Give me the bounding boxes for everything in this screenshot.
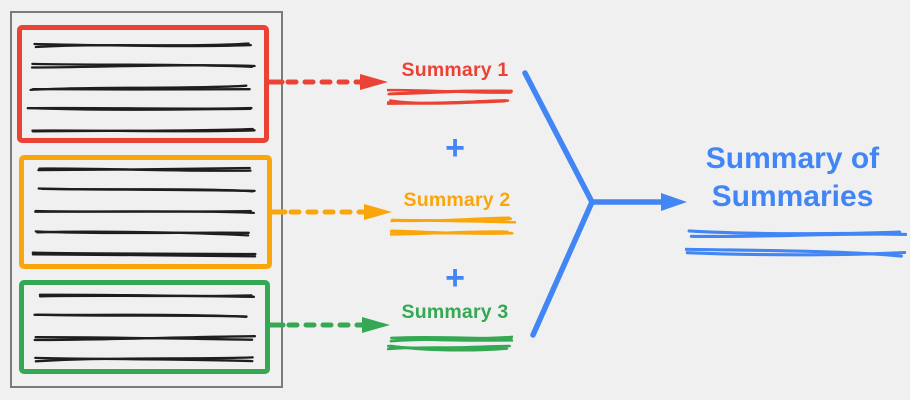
section-2-text-scribbles xyxy=(31,166,257,258)
plus-operator-1: + xyxy=(445,129,465,167)
merge-arrow xyxy=(522,70,687,338)
summary-3-label: Summary 3 xyxy=(401,301,509,323)
arrow-section2-to-summary2 xyxy=(268,204,392,220)
document-section-3 xyxy=(19,280,270,374)
summary-3-scribble xyxy=(387,335,513,352)
summary-2-scribble xyxy=(390,216,516,236)
summary-1-scribble xyxy=(387,88,513,105)
final-summary-scribble xyxy=(685,229,907,258)
document-section-2 xyxy=(19,155,272,269)
summary-2-label: Summary 2 xyxy=(403,189,511,211)
final-summary-label: Summary of Summaries xyxy=(705,142,880,213)
document-section-1 xyxy=(17,25,269,143)
arrow-section3-to-summary3 xyxy=(266,317,390,333)
section-1-text-scribbles xyxy=(26,42,256,133)
plus-operator-2: + xyxy=(445,259,465,297)
summary-1-label: Summary 1 xyxy=(401,59,509,81)
arrow-section1-to-summary1 xyxy=(265,74,388,90)
section-3-text-scribbles xyxy=(33,293,257,363)
source-document xyxy=(10,11,283,388)
